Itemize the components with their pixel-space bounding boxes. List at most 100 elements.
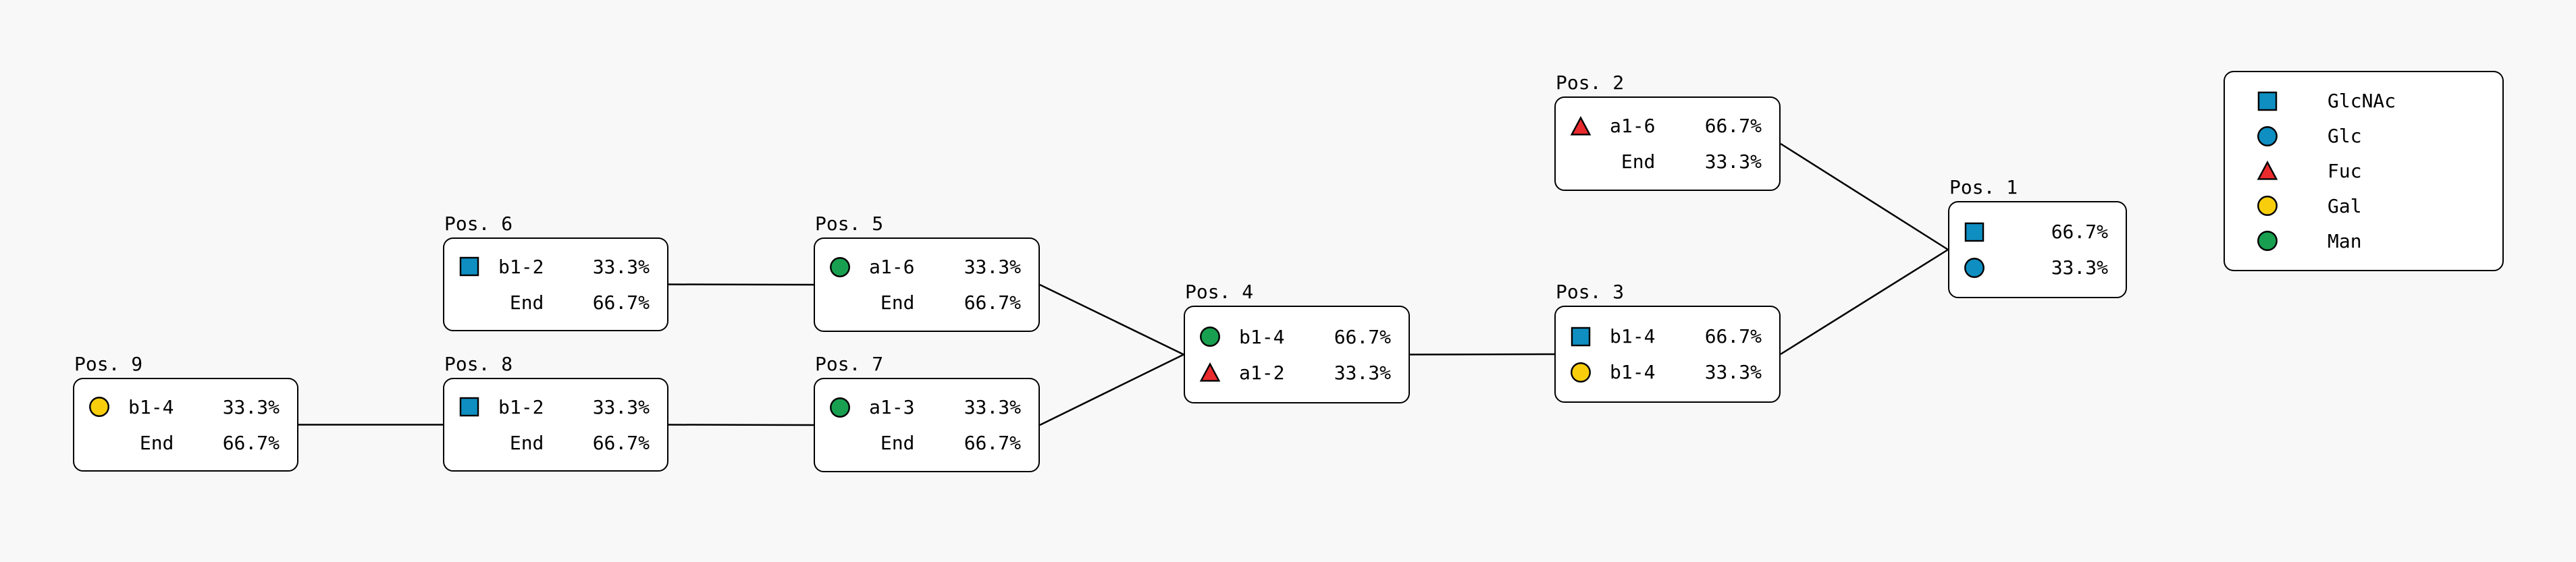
node-title: Pos. 3: [1556, 281, 1625, 303]
icon-spacer: [458, 431, 481, 454]
glc-icon: [1963, 256, 1986, 279]
node-row: End 66.7%: [815, 289, 1039, 317]
percentage-value: 33.3%: [1334, 361, 1391, 384]
legend-label: GlcNAc: [2328, 90, 2396, 113]
fuc-icon: [1569, 115, 1592, 138]
legend: GlcNAc Glc Fuc Gal Man: [2224, 71, 2504, 271]
glcnac-icon: [1569, 325, 1592, 348]
percentage-value: 33.3%: [1704, 361, 1762, 383]
edge-pos4-pos3: [1409, 353, 1555, 356]
node-pos-6: Pos. 6 b1-2 33.3% End 66.7%: [443, 213, 668, 331]
node-pos-9: Pos. 9 b1-4 33.3% End 66.7%: [73, 353, 298, 472]
glcnac-icon: [458, 255, 481, 278]
node-row: End 33.3%: [1556, 148, 1779, 176]
edge-pos8-pos7: [668, 424, 814, 426]
node-title: Pos. 4: [1185, 281, 1254, 303]
linkage-label: End: [880, 432, 915, 454]
gal-icon: [88, 395, 111, 418]
percentage-value: 66.7%: [964, 432, 1021, 454]
percentage-value: 66.7%: [1704, 325, 1762, 347]
node-pos-5: Pos. 5 a1-6 33.3% End 66.7%: [814, 213, 1040, 332]
node-pos-2: Pos. 2 a1-6 66.7% End 33.3%: [1554, 72, 1781, 191]
node-title: Pos. 9: [74, 353, 143, 375]
node-row: End 66.7%: [444, 288, 667, 316]
percentage-value: 66.7%: [1704, 115, 1762, 137]
percentage-value: 33.3%: [1704, 150, 1762, 173]
node-row: End 66.7%: [444, 428, 667, 457]
linkage-label: a1-2: [1239, 361, 1285, 384]
gal-icon: [2256, 194, 2279, 217]
node-title: Pos. 2: [1556, 72, 1625, 94]
node-title: Pos. 5: [815, 213, 884, 235]
man-icon: [829, 256, 851, 279]
legend-row: Man: [2225, 229, 2502, 252]
linkage-label: a1-6: [869, 256, 915, 278]
node-pos-1: Pos. 1 66.7% 33.3%: [1948, 176, 2127, 298]
linkage-label: End: [509, 431, 544, 454]
fuc-icon: [1199, 361, 1221, 384]
percentage-value: 66.7%: [592, 291, 650, 314]
icon-spacer: [458, 291, 481, 314]
man-icon: [1199, 325, 1221, 348]
fuc-icon: [2256, 159, 2279, 182]
icon-spacer: [829, 432, 851, 455]
percentage-value: 33.3%: [592, 255, 650, 278]
edge-pos3-pos1: [1780, 248, 1949, 356]
legend-row: Glc: [2225, 125, 2502, 148]
linkage-label: b1-4: [1610, 325, 1656, 347]
man-icon: [829, 396, 851, 419]
linkage-label: b1-4: [1239, 325, 1285, 348]
icon-spacer: [829, 291, 851, 314]
percentage-value: 66.7%: [964, 291, 1021, 314]
percentage-value: 33.3%: [964, 396, 1021, 418]
node-row: b1-4 33.3%: [1556, 358, 1779, 387]
linkage-label: End: [1621, 150, 1656, 173]
edge-pos2-pos1: [1780, 142, 1949, 251]
legend-label: Fuc: [2328, 159, 2362, 182]
node-row: b1-4 66.7%: [1556, 322, 1779, 351]
node-title: Pos. 6: [444, 213, 513, 235]
percentage-value: 33.3%: [222, 395, 280, 418]
node-row: 33.3%: [1949, 254, 2126, 282]
node-row: b1-2 33.3%: [444, 252, 667, 281]
linkage-label: a1-6: [1610, 115, 1656, 137]
node-pos-3: Pos. 3 b1-4 66.7% b1-4 33.3%: [1554, 281, 1781, 403]
node-title: Pos. 8: [444, 353, 513, 375]
linkage-label: b1-4: [1610, 361, 1656, 383]
legend-label: Man: [2328, 229, 2362, 252]
node-title: Pos. 1: [1949, 176, 2018, 198]
node-row: b1-4 66.7%: [1185, 322, 1409, 351]
percentage-value: 66.7%: [2051, 221, 2108, 243]
node-row: b1-2 33.3%: [444, 393, 667, 421]
man-icon: [2256, 229, 2279, 252]
node-pos-7: Pos. 7 a1-3 33.3% End 66.7%: [814, 353, 1040, 472]
percentage-value: 33.3%: [964, 256, 1021, 278]
icon-spacer: [88, 431, 111, 454]
glcnac-icon: [1963, 221, 1986, 244]
node-title: Pos. 7: [815, 353, 884, 375]
percentage-value: 33.3%: [2051, 256, 2108, 279]
node-row: a1-3 33.3%: [815, 393, 1039, 422]
gal-icon: [1569, 361, 1592, 384]
linkage-label: a1-3: [869, 396, 915, 418]
linkage-label: b1-4: [128, 395, 174, 418]
icon-spacer: [1569, 150, 1592, 173]
percentage-value: 66.7%: [592, 431, 650, 454]
glcnac-icon: [458, 395, 481, 418]
legend-row: Fuc: [2225, 159, 2502, 182]
edge-pos7-pos4: [1039, 354, 1184, 426]
node-row: a1-6 66.7%: [1556, 112, 1779, 140]
percentage-value: 66.7%: [1334, 325, 1391, 348]
node-row: a1-6 33.3%: [815, 253, 1039, 281]
node-row: a1-2 33.3%: [1185, 358, 1409, 387]
linkage-label: b1-2: [498, 255, 544, 278]
percentage-value: 66.7%: [222, 431, 280, 454]
glcnac-icon: [2256, 90, 2279, 113]
linkage-label: b1-2: [498, 395, 544, 418]
node-pos-4: Pos. 4 b1-4 66.7% a1-2 33.3%: [1184, 281, 1410, 403]
linkage-label: End: [509, 291, 544, 314]
legend-label: Glc: [2328, 125, 2362, 148]
percentage-value: 33.3%: [592, 395, 650, 418]
